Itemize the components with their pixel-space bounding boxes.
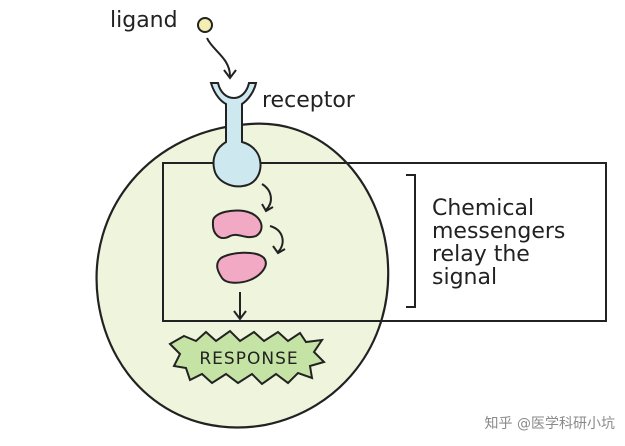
messenger-2 [216, 251, 267, 284]
bracket [406, 174, 416, 308]
ligand-arrow-head [223, 69, 237, 80]
response-label: RESPONSE [199, 349, 298, 369]
arrow-3-head [233, 310, 247, 321]
ligand-molecule [197, 17, 213, 33]
ligand-arrow [206, 37, 231, 77]
messenger-box [162, 162, 607, 322]
watermark: 知乎 @医学科研小坑 [484, 416, 615, 432]
ligand-label: ligand [110, 8, 178, 33]
arrow-1 [261, 183, 272, 211]
messenger-1 [211, 209, 263, 240]
arrow-2 [269, 225, 284, 253]
receptor-label: receptor [262, 88, 356, 113]
receptor [209, 82, 262, 188]
response-burst [168, 329, 326, 386]
arrow-2-head [272, 245, 286, 255]
messengers-note: Chemical messengers relay the signal [432, 196, 566, 290]
arrow-1-head [261, 203, 274, 213]
